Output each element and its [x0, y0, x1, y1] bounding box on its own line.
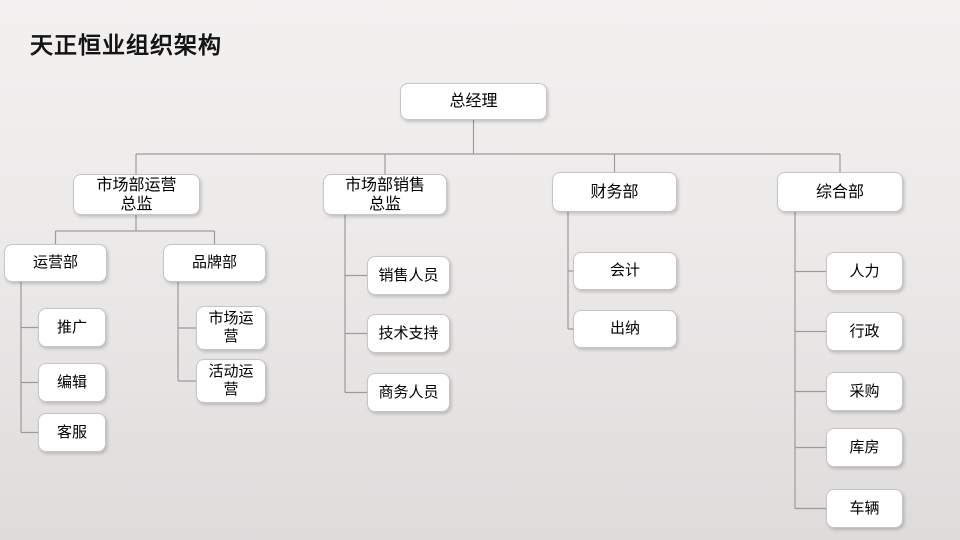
node-event-operations[interactable]: 活动运 营: [196, 359, 266, 403]
node-label: 运营部: [32, 254, 78, 271]
node-label: 人力: [849, 262, 880, 280]
node-general-affairs-department[interactable]: 综合部: [777, 172, 903, 212]
slide-title: 天正恒业组织架构: [30, 32, 222, 58]
connector-brand-dept: [177, 282, 196, 382]
node-label: 综合部: [815, 183, 864, 201]
node-label: 商务人员: [378, 383, 439, 401]
node-label: 采购: [849, 382, 880, 400]
node-technical-support[interactable]: 技术支持: [367, 314, 450, 353]
node-editing[interactable]: 编辑: [38, 363, 106, 402]
connector-root: [135, 120, 841, 174]
node-sales-staff[interactable]: 销售人员: [367, 256, 450, 295]
connector-marketing-sales: [344, 215, 367, 394]
node-label: 市场部销售 总监: [344, 176, 425, 213]
node-label: 技术支持: [378, 324, 439, 342]
node-label: 总经理: [449, 93, 498, 110]
node-label: 财务部: [590, 183, 639, 201]
node-label: 会计: [609, 262, 640, 279]
node-business-staff[interactable]: 商务人员: [367, 373, 450, 412]
node-marketing-sales-director[interactable]: 市场部销售 总监: [323, 174, 447, 215]
node-label: 编辑: [56, 373, 87, 391]
node-operations-department[interactable]: 运营部: [4, 244, 107, 282]
node-label: 销售人员: [378, 266, 439, 284]
node-customer-service[interactable]: 客服: [38, 413, 106, 452]
node-label: 出纳: [609, 320, 640, 337]
node-label: 车辆: [849, 499, 880, 517]
node-label: 推广: [56, 318, 87, 336]
node-label: 客服: [56, 423, 87, 441]
node-promotion[interactable]: 推广: [38, 308, 106, 347]
node-label: 品牌部: [191, 254, 237, 271]
node-cashier[interactable]: 出纳: [573, 310, 677, 348]
node-accountant[interactable]: 会计: [573, 252, 677, 290]
connector-general-affairs-dept: [794, 212, 826, 510]
node-label: 行政: [849, 322, 880, 340]
node-label: 活动运 营: [208, 363, 254, 398]
node-warehouse[interactable]: 库房: [826, 428, 903, 467]
node-brand-department[interactable]: 品牌部: [163, 244, 266, 282]
connector-marketing-operations-split: [54, 215, 216, 244]
connector-finance-dept: [567, 212, 573, 330]
node-vehicles[interactable]: 车辆: [826, 489, 903, 528]
node-administration[interactable]: 行政: [826, 312, 903, 351]
node-human-resources[interactable]: 人力: [826, 252, 903, 291]
node-procurement[interactable]: 采购: [826, 372, 903, 411]
node-label: 库房: [849, 438, 880, 456]
connector-operations-dept: [20, 282, 38, 434]
node-finance-department[interactable]: 财务部: [552, 172, 677, 212]
node-label: 市场部运营 总监: [96, 176, 177, 213]
node-market-operations[interactable]: 市场运 营: [196, 306, 266, 350]
node-label: 市场运 营: [208, 310, 254, 345]
node-marketing-operations-director[interactable]: 市场部运营 总监: [73, 174, 200, 215]
node-general-manager[interactable]: 总经理: [400, 83, 547, 120]
